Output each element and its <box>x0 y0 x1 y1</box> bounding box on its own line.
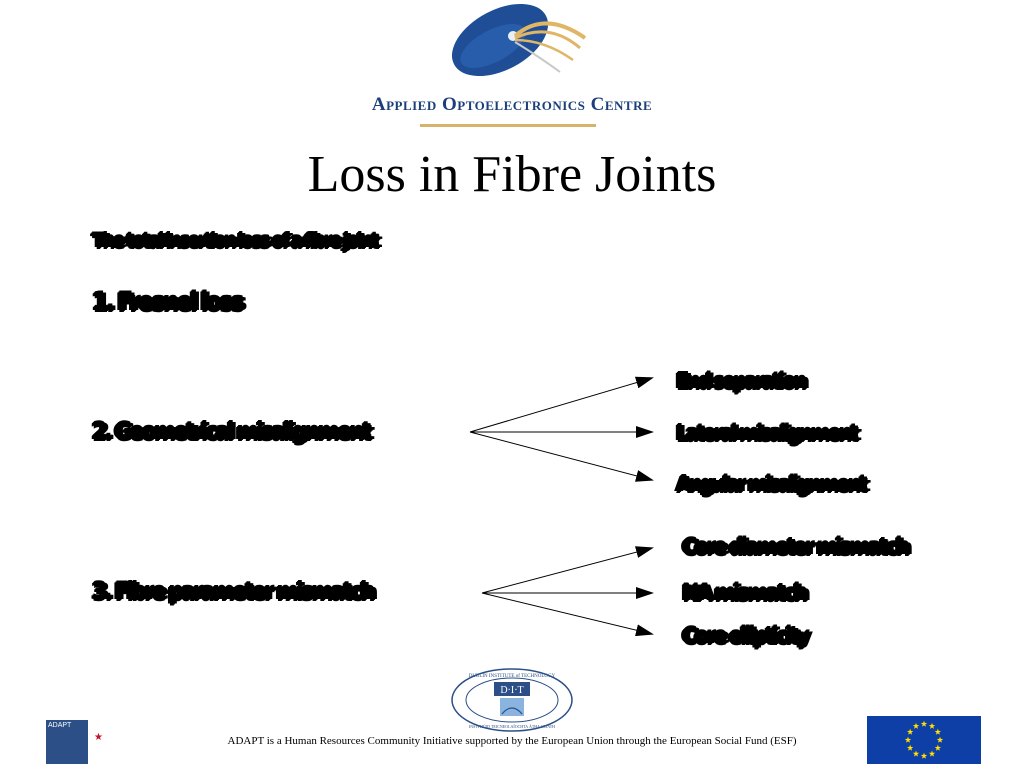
arrow-b-3 <box>481 592 654 637</box>
branch-a-2: Lateral misalignment <box>676 421 859 445</box>
star-icon: ★ <box>94 732 103 743</box>
item-fresnel-loss: 1. Fresnel loss <box>92 288 245 316</box>
slide-title: Loss in Fibre Joints <box>307 146 717 203</box>
eu-star <box>920 720 928 727</box>
dit-ring-bottom: INSTITIÚID TEICNEOLAÍOCHTA ÁTHA CLIATH <box>469 724 555 729</box>
branch-b-1: Core diameter mismatch <box>682 535 910 559</box>
eu-star <box>920 752 928 759</box>
arrow-a-3 <box>469 431 654 482</box>
arrow-a-1 <box>469 376 654 433</box>
eu-star <box>928 722 936 729</box>
adapt-label: ADAPT <box>48 722 72 729</box>
branch-a-3: Angular misalignment <box>676 472 868 496</box>
eu-star <box>906 728 914 735</box>
branch-b-3: Core ellipticity <box>682 624 810 648</box>
branch-a-1: End separation <box>676 369 807 393</box>
eu-flag-icon <box>867 716 981 764</box>
footer-text: ADAPT is a Human Resources Community Ini… <box>227 735 797 747</box>
item-geometrical-misalignment: 2. Geometrical misalignment <box>92 420 372 445</box>
eu-star <box>904 736 912 743</box>
aoc-logo-icon <box>451 3 587 77</box>
eu-star <box>912 722 920 729</box>
org-name: Applied Optoelectronics Centre <box>371 94 653 115</box>
eu-star <box>936 736 944 743</box>
eu-star <box>934 744 942 751</box>
eu-star <box>934 728 942 735</box>
org-underline <box>420 124 596 127</box>
intro-line: The total insertion loss of a fibre join… <box>92 230 380 252</box>
adapt-logo <box>46 720 88 764</box>
eu-star <box>906 744 914 751</box>
arrow-b-1 <box>481 546 654 594</box>
dit-logo-icon: D·I·T DUBLIN INSTITUTE of TECHNOLOGY INS… <box>451 668 573 732</box>
item-parameter-mismatch: 3. Fibre parameter mismatch <box>92 580 376 605</box>
branch-b-2: NA mismatch <box>682 581 808 605</box>
eu-star <box>928 750 936 757</box>
dit-ring-top: DUBLIN INSTITUTE of TECHNOLOGY <box>469 674 556 679</box>
eu-star <box>912 750 920 757</box>
dit-abbr: D·I·T <box>500 685 523 696</box>
